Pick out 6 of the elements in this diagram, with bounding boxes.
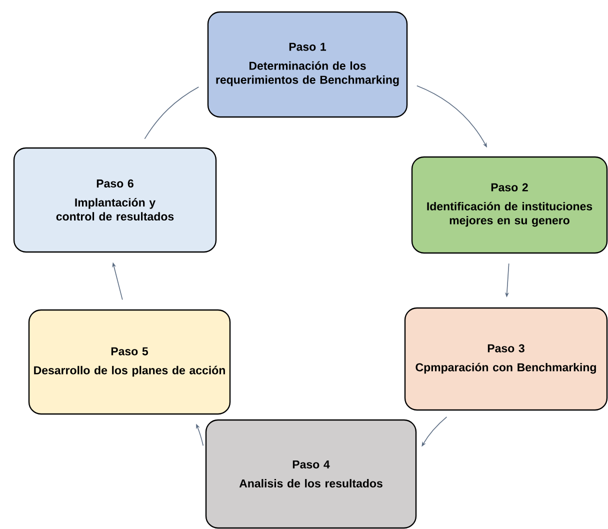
step-box: Paso 4 Analisis de los resultados bbox=[205, 419, 417, 529]
step-box: Paso 2 Identificación de instituciones mejores en su genero bbox=[411, 156, 608, 254]
step-box: Paso 5 Desarrollo de los planes de acción bbox=[28, 309, 231, 415]
step-box: Paso 1 Determinación de los requerimientos de Benchmarking bbox=[207, 11, 408, 118]
step-box: Paso 6 Implantación y control de resultados bbox=[13, 147, 217, 253]
step-box: Paso 3 Cpmparación con Benchmarking bbox=[404, 307, 608, 411]
